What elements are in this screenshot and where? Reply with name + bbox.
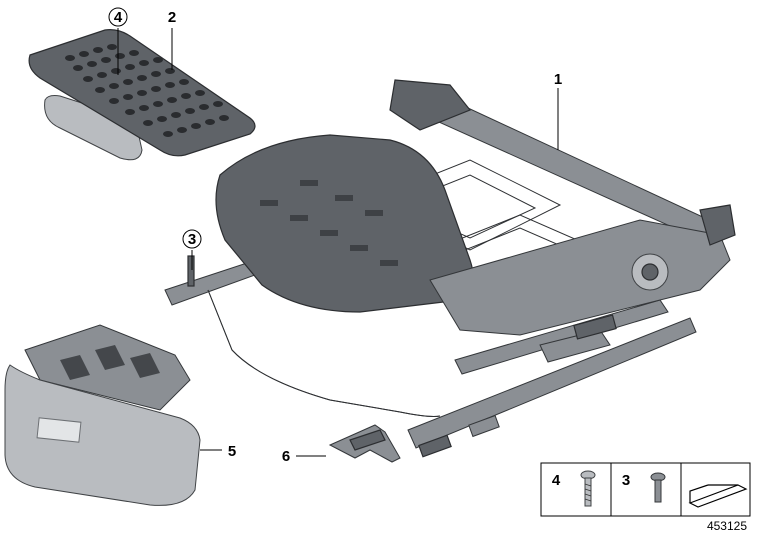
callout-3: 3 — [182, 229, 202, 249]
svg-text:4: 4 — [114, 9, 123, 26]
callout-5: 5 — [228, 443, 236, 460]
svg-text:3: 3 — [188, 231, 196, 248]
reference-number: 453125 — [707, 519, 747, 533]
seat-mat-part — [28, 29, 256, 161]
mesh-holes — [65, 44, 229, 137]
seat-frame-part — [164, 79, 736, 458]
screw-part-3 — [187, 255, 195, 287]
bracket-part — [328, 424, 401, 463]
wedge-symbol-icon — [688, 484, 748, 508]
callout-6: 6 — [282, 448, 290, 465]
leader-lines — [117, 28, 559, 457]
bolt-icon — [650, 472, 666, 503]
screw-icon — [580, 470, 596, 507]
callout-2: 2 — [168, 9, 176, 26]
callout-4: 4 — [108, 7, 128, 27]
callout-1: 1 — [554, 71, 562, 88]
legend-label-b: 3 — [622, 472, 630, 489]
seat-cushion-block-part — [4, 324, 201, 506]
fastener-legend: 4 3 — [540, 462, 751, 517]
legend-label-a: 4 — [552, 472, 561, 489]
